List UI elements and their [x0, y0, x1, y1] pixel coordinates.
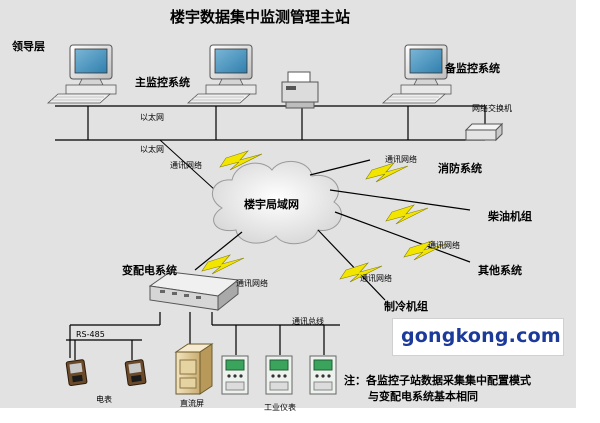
- dc-cabinet-icon: [174, 343, 214, 395]
- backup-monitor-computer-icon: [382, 44, 452, 104]
- lightning-bolt-icon: [201, 254, 245, 275]
- comm-link-label: 通讯网络: [428, 241, 460, 250]
- electric-meter-icon: [124, 358, 147, 387]
- lightning-bolt-icon: [365, 162, 409, 183]
- cloud-icon: [211, 161, 342, 245]
- dc-panel-label: 直流屏: [180, 399, 204, 408]
- comm-link-label: 通讯网络: [385, 155, 417, 164]
- data-collector-icon: [148, 271, 240, 312]
- cloud-label: 楼宇局域网: [244, 198, 299, 211]
- rs485-label: RS-485: [76, 330, 105, 339]
- comm-link-label: 通讯网络: [360, 274, 392, 283]
- main-monitor-label: 主监控系统: [135, 76, 190, 89]
- comm-bus-label: 通讯总线: [292, 317, 324, 326]
- brand-logo: gongkong.com: [392, 318, 564, 356]
- fire-system-label: 消防系统: [438, 162, 482, 175]
- note-line-1: 注：各监控子站数据采集集中配置模式: [344, 374, 531, 387]
- other-systems-label: 其他系统: [478, 264, 522, 277]
- printer-icon: [281, 71, 319, 109]
- comm-link-label: 通讯网络: [236, 279, 268, 288]
- brand-text: gongkong.com: [401, 325, 561, 347]
- instrument-panel-icon: [309, 355, 337, 395]
- diesel-unit-label: 柴油机组: [488, 210, 532, 223]
- cooling-unit-label: 制冷机组: [384, 300, 428, 313]
- instrument-panel-icon: [221, 355, 249, 395]
- network-switch-icon: [464, 122, 504, 142]
- leader-computer-icon: [47, 44, 117, 104]
- comm-link-label: 通讯网络: [170, 161, 202, 170]
- lightning-bolt-icon: [385, 204, 429, 225]
- diagram-title: 楼宇数据集中监测管理主站: [170, 8, 351, 26]
- ethernet-label-bottom: 以太网: [140, 145, 164, 154]
- backup-monitor-label: 备监控系统: [445, 62, 500, 75]
- instrument-panel-icon: [265, 355, 293, 395]
- meter-label: 电表: [96, 395, 112, 404]
- leader-label: 领导层: [12, 40, 45, 53]
- substation-label: 变配电系统: [122, 264, 177, 277]
- electric-meter-icon: [65, 358, 88, 387]
- note-line-2: 与变配电系统基本相同: [368, 390, 478, 403]
- ethernet-label-top: 以太网: [140, 113, 164, 122]
- instrument-label: 工业仪表: [264, 403, 296, 412]
- main-monitor-computer-icon: [187, 44, 257, 104]
- switch-label: 网络交换机: [472, 104, 512, 113]
